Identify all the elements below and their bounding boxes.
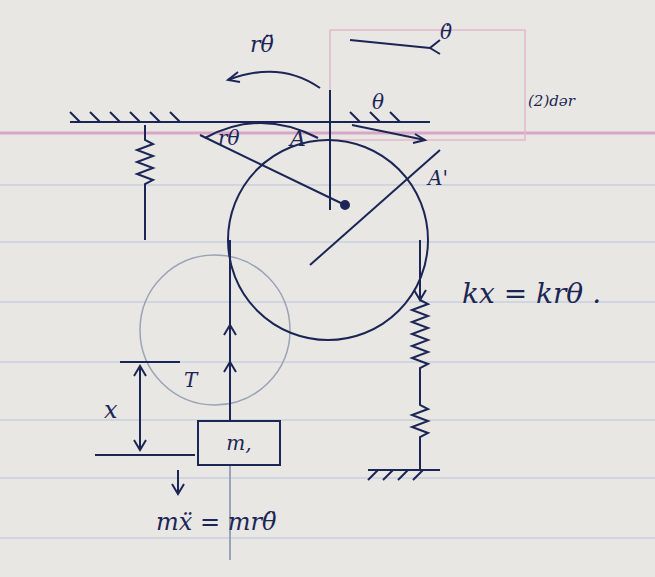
spring-force-eq: kx = krθ . (462, 280, 601, 308)
angle-label: θ (372, 92, 384, 112)
faint-box (330, 30, 525, 140)
arc-label: rθ (218, 128, 240, 148)
ink-drawing (70, 40, 440, 560)
angular-velocity-label: θ̇ (440, 22, 452, 42)
point-label: A (290, 128, 306, 150)
mass-label: m, (226, 431, 251, 455)
mass-box: m, (197, 420, 281, 466)
note-scribble: (2)dər (528, 94, 575, 109)
displacement-label: x (104, 398, 118, 422)
point-label: A' (428, 168, 448, 188)
tension-label: T (184, 370, 197, 390)
ghost-pulley (140, 255, 290, 405)
inertia-force-eq: mẍ = mrθ̈ (156, 510, 276, 534)
angular-accel-label: rθ̈ (250, 34, 274, 56)
ruled-lines (0, 185, 655, 538)
margin-line (0, 132, 655, 135)
